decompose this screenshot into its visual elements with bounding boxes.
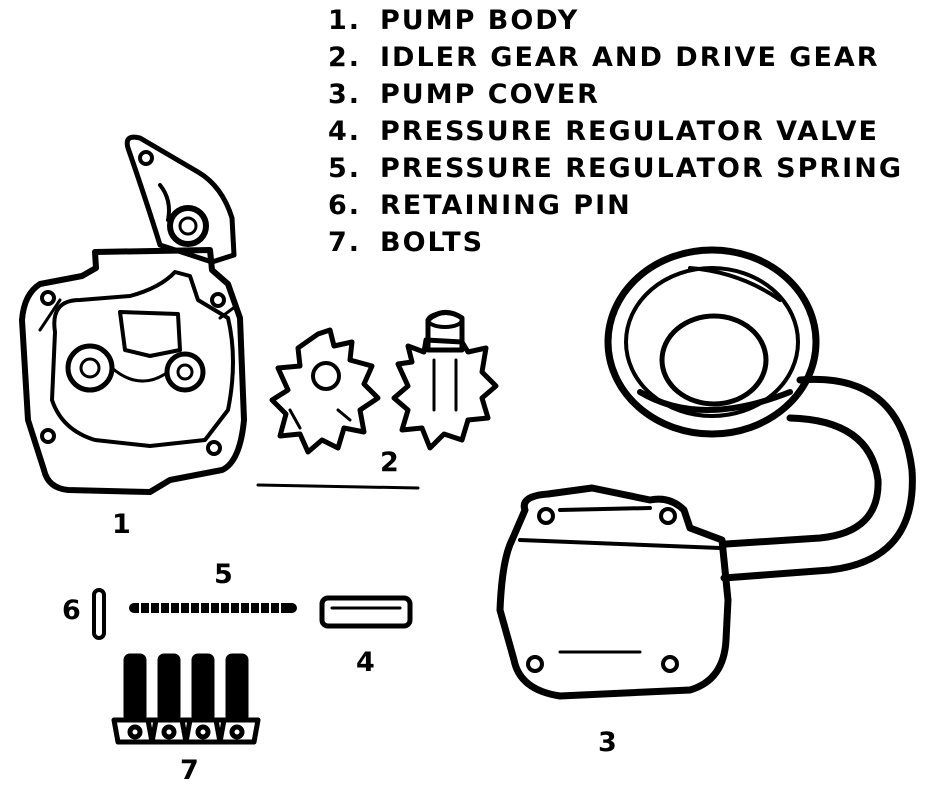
parts-legend: 1.PUMP BODY 2.IDLER GEAR AND DRIVE GEAR …: [328, 2, 903, 261]
callout-pump-body: 1: [112, 509, 131, 540]
pump-cover-drawing: [496, 246, 916, 700]
regulator-spring-drawing: [129, 602, 297, 614]
legend-item: 7.BOLTS: [328, 227, 485, 258]
callout-regulator-valve: 4: [356, 647, 375, 678]
regulator-valve-drawing: [319, 595, 413, 629]
gears-drawing: [256, 310, 499, 490]
retaining-pin-drawing: [92, 588, 106, 640]
legend-item: 3.PUMP COVER: [328, 79, 600, 110]
legend-item: 2.IDLER GEAR AND DRIVE GEAR: [328, 42, 880, 73]
bolts-drawing: [111, 653, 261, 745]
legend-item: 4.PRESSURE REGULATOR VALVE: [328, 116, 879, 147]
callout-pump-cover: 3: [598, 727, 617, 758]
callout-gears: 2: [380, 447, 399, 478]
legend-item: 5.PRESSURE REGULATOR SPRING: [328, 153, 903, 184]
callout-retaining-pin: 6: [62, 595, 81, 626]
callout-bolts: 7: [180, 755, 199, 786]
legend-item: 1.PUMP BODY: [328, 5, 580, 36]
callout-regulator-spring: 5: [214, 559, 233, 590]
pump-body-drawing: [19, 134, 247, 495]
legend-item: 6.RETAINING PIN: [328, 190, 632, 221]
